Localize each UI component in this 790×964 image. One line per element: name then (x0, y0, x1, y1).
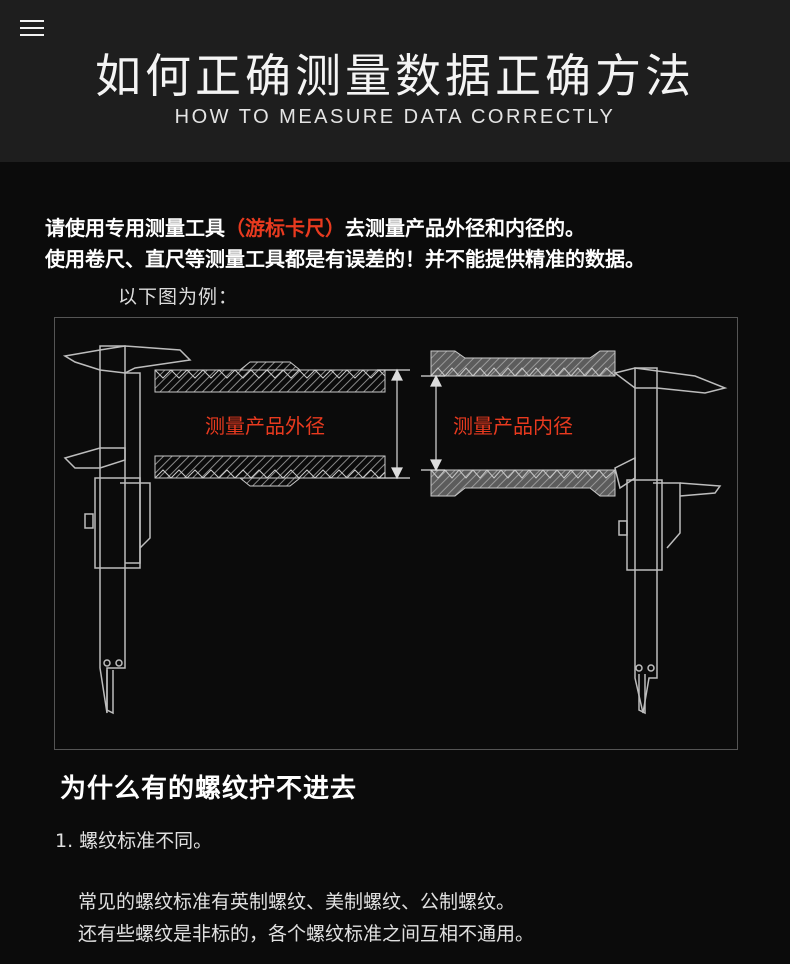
caliper-figure: 测量产品外径 测量产品内径 (54, 317, 738, 750)
example-label: 以下图为例： (118, 286, 239, 308)
hamburger-menu-icon[interactable] (20, 20, 46, 40)
intro-line-1: 请使用专用测量工具（游标卡尺）去测量产品外径和内径的。 (45, 216, 585, 240)
left-caliper-icon (62, 345, 192, 715)
inner-dimension-arrow (421, 374, 445, 472)
outer-dimension-arrow (377, 368, 410, 480)
page-header: 如何正确测量数据正确方法 HOW TO MEASURE DATA CORRECT… (0, 0, 790, 162)
intro-line-2: 使用卷尺、直尺等测量工具都是有误差的！并不能提供精准的数据。 (45, 247, 645, 271)
outer-thread-upper (154, 361, 386, 393)
page-subtitle: HOW TO MEASURE DATA CORRECTLY (174, 106, 616, 128)
outer-thread-lower (154, 455, 386, 487)
caliper-illustration: 测量产品外径 测量产品内径 (62, 345, 728, 715)
right-caliper-icon (613, 367, 728, 715)
inner-diameter-caption: 测量产品内径 (453, 414, 573, 438)
list-item-1: 1. 螺纹标准不同。 (55, 830, 213, 852)
intro-text: 请使用专用测量工具（游标卡尺）去测量产品外径和内径的。 使用卷尺、直尺等测量工具… (45, 213, 775, 275)
explanation-paragraph: 常见的螺纹标准有英制螺纹、美制螺纹、公制螺纹。 还有些螺纹是非标的，各个螺纹标准… (78, 886, 534, 950)
outer-diameter-caption: 测量产品外径 (205, 414, 325, 438)
tool-highlight: （游标卡尺） (225, 216, 345, 240)
paragraph-line-1: 常见的螺纹标准有英制螺纹、美制螺纹、公制螺纹。 (78, 891, 516, 913)
section-title: 为什么有的螺纹拧不进去 (60, 774, 358, 804)
page-title: 如何正确测量数据正确方法 (95, 49, 695, 103)
inner-thread-upper (430, 350, 616, 377)
inner-thread-lower (430, 469, 616, 497)
paragraph-line-2: 还有些螺纹是非标的，各个螺纹标准之间互相不通用。 (78, 923, 535, 945)
